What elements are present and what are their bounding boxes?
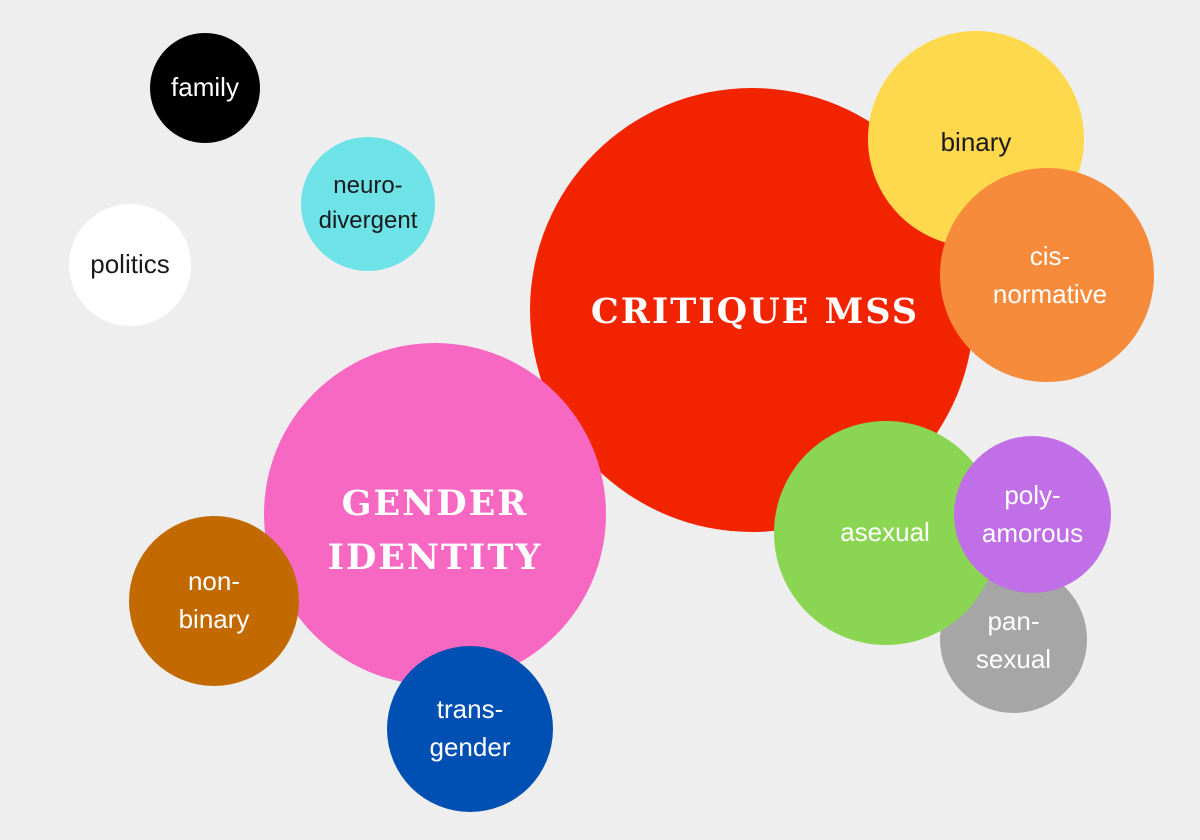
- bubble-cisnormative: cis- normative: [940, 168, 1154, 382]
- bubble-cisnormative-label: cis- normative: [992, 241, 1108, 309]
- bubble-neurodivergent: neuro- divergent: [301, 137, 435, 271]
- bubble-transgender: trans- gender: [387, 646, 553, 812]
- bubble-neurodivergent-label: neuro- divergent: [318, 172, 418, 234]
- bubble-polyamorous: poly- amorous: [954, 436, 1111, 593]
- bubble-polyamorous-label: poly- amorous: [981, 479, 1084, 548]
- bubble-politics-label: politics: [90, 249, 170, 280]
- bubble-politics: politics: [69, 204, 191, 326]
- bubble-nonbinary: non- binary: [129, 516, 299, 686]
- bubble-family-label: family: [171, 72, 239, 103]
- bubble-gender-identity: GENDER IDENTITY: [264, 343, 606, 685]
- bubble-transgender-label: trans- gender: [429, 694, 511, 762]
- bubble-pansexual-label: pan- sexual: [975, 605, 1052, 674]
- bubble-asexual-label: asexual: [840, 517, 930, 548]
- bubble-gender-identity-label: GENDER IDENTITY: [327, 482, 543, 578]
- bubble-nonbinary-label: non- binary: [178, 566, 250, 634]
- bubble-family: family: [150, 33, 260, 143]
- bubble-binary-label: binary: [940, 127, 1012, 158]
- bubble-critique-mss-label: CRITIQUE MSS: [590, 290, 920, 332]
